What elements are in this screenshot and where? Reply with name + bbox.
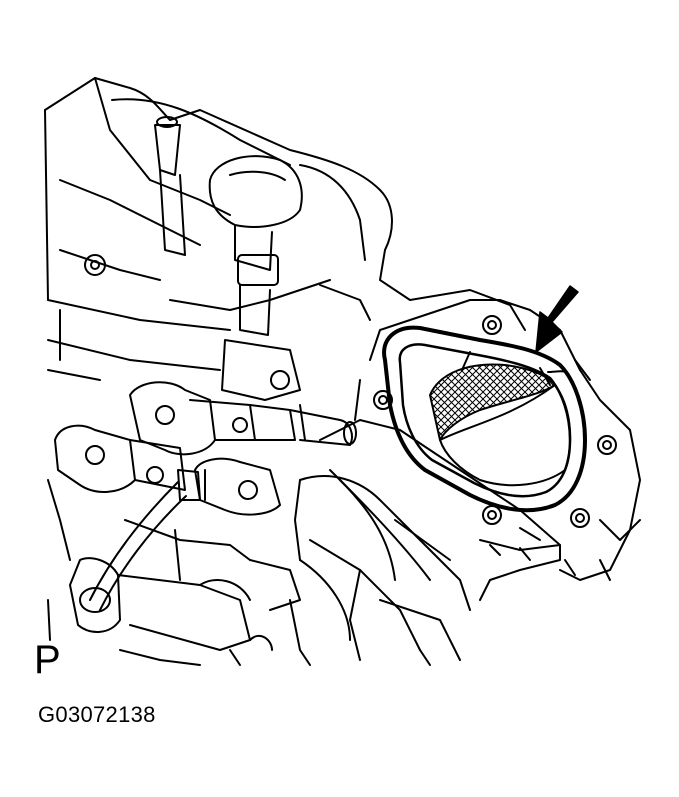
strainer-flange xyxy=(370,300,640,580)
gasket xyxy=(384,328,585,511)
bolt-hole xyxy=(483,506,501,524)
top-boss xyxy=(155,125,180,175)
bolt-hole xyxy=(598,436,616,454)
wire-harness xyxy=(90,482,178,600)
solenoid-block-1 xyxy=(130,382,215,454)
figure-code: G03072138 xyxy=(38,702,156,727)
solenoid-cap xyxy=(210,156,302,227)
strainer-screen xyxy=(430,364,555,440)
view-letter: P xyxy=(34,638,61,682)
connector-plug xyxy=(195,459,280,515)
upper-housing xyxy=(95,78,525,330)
solenoid-block-2 xyxy=(55,426,135,492)
callout-arrow xyxy=(536,286,578,352)
bolt-hole xyxy=(483,316,501,334)
bolt-hole xyxy=(374,391,392,409)
bolt-hole xyxy=(571,509,589,527)
oil-pump-body xyxy=(320,420,560,600)
